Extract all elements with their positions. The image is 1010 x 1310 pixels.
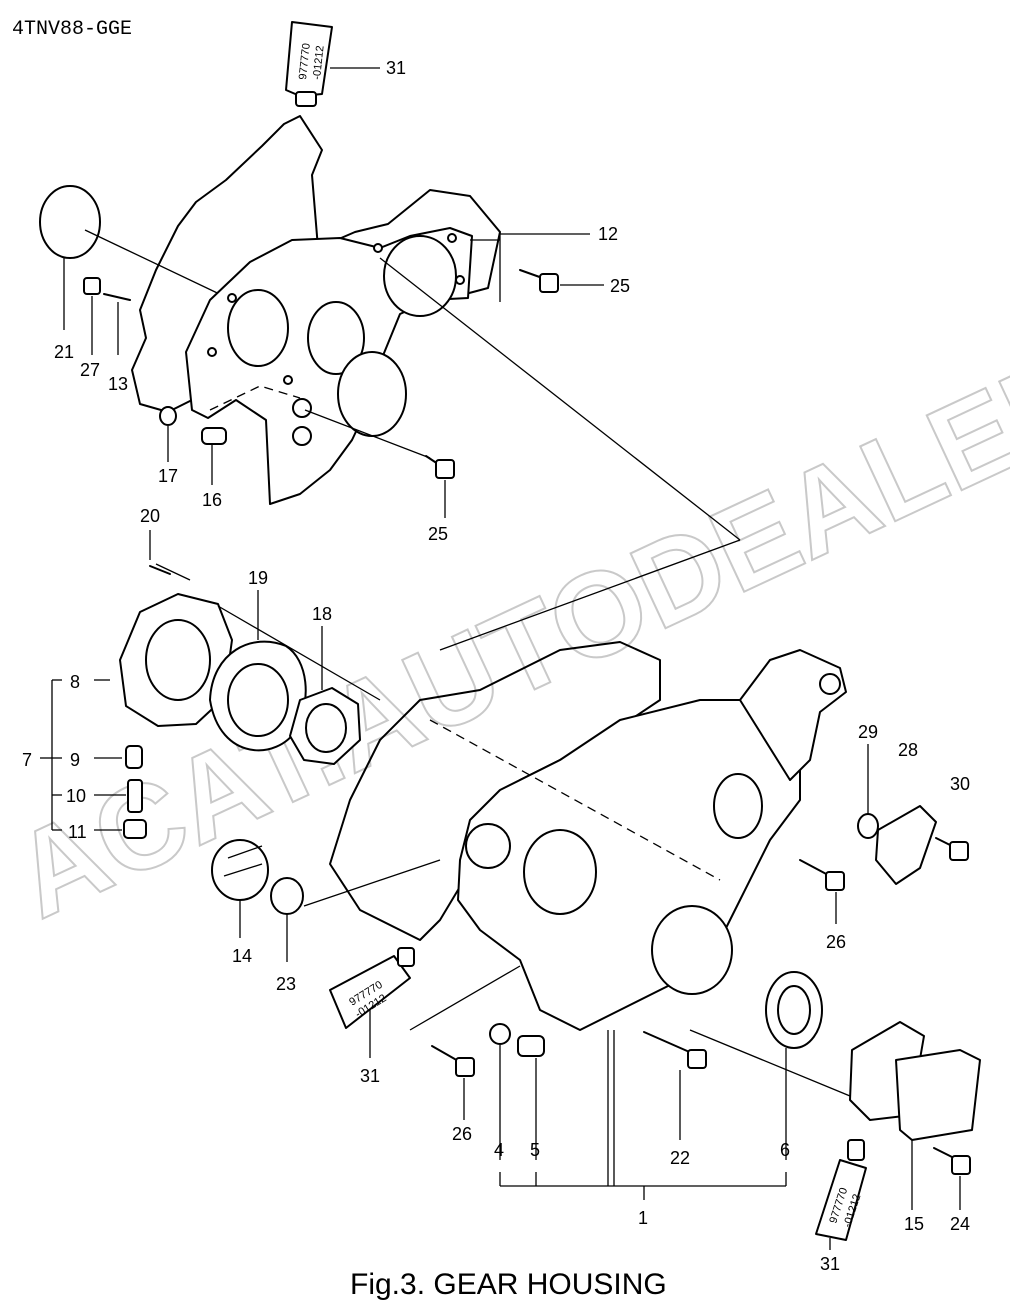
plug-5 bbox=[517, 1035, 545, 1057]
relief-valve-9 bbox=[125, 745, 143, 769]
callout-14: 14 bbox=[232, 946, 252, 966]
callout-31-left: 31 bbox=[360, 1066, 380, 1086]
sealant-tube-right: 977770 -01212 bbox=[815, 1139, 867, 1241]
callouts: 31 12 25 21 27 13 17 16 25 20 19 18 8 7 … bbox=[22, 58, 970, 1274]
callout-16: 16 bbox=[202, 490, 222, 510]
callout-26-right: 26 bbox=[826, 932, 846, 952]
bolt-24 bbox=[933, 1147, 971, 1175]
callout-24: 24 bbox=[950, 1214, 970, 1234]
bolt-26-right bbox=[799, 859, 845, 891]
callout-25-lower: 25 bbox=[428, 524, 448, 544]
callout-5: 5 bbox=[530, 1140, 540, 1160]
plate-hole-3 bbox=[337, 351, 407, 437]
gear-housing-1 bbox=[457, 699, 801, 1031]
callout-15: 15 bbox=[904, 1214, 924, 1234]
bolt-26-left bbox=[431, 1045, 475, 1077]
callout-29: 29 bbox=[858, 722, 878, 742]
figure-caption: Fig.3. GEAR HOUSING bbox=[350, 1268, 667, 1301]
stud-13 bbox=[103, 293, 131, 301]
callout-4: 4 bbox=[494, 1140, 504, 1160]
callout-18: 18 bbox=[312, 604, 332, 624]
callout-7: 7 bbox=[22, 750, 32, 770]
plug-4 bbox=[489, 1023, 511, 1045]
dowel-pin-16 bbox=[201, 427, 227, 445]
cap-14 bbox=[211, 839, 269, 901]
callout-8: 8 bbox=[70, 672, 80, 692]
tube-text-line1: 977770 bbox=[297, 43, 313, 81]
callout-11: 11 bbox=[68, 822, 87, 842]
callout-20: 20 bbox=[140, 506, 160, 526]
sealant-tube-top: 977770 -01212 bbox=[285, 21, 333, 107]
o-ring-29 bbox=[857, 813, 879, 839]
callout-30: 30 bbox=[950, 774, 970, 794]
model-code: 4TNV88-GGE bbox=[12, 18, 132, 41]
sealant-tube-left: 977770 -01212 bbox=[329, 947, 415, 1029]
callout-22: 22 bbox=[670, 1148, 690, 1168]
o-ring-23 bbox=[270, 877, 304, 915]
callout-10: 10 bbox=[66, 786, 86, 806]
callout-13: 13 bbox=[108, 374, 128, 394]
o-ring-21 bbox=[39, 185, 101, 259]
screw-20 bbox=[149, 565, 171, 575]
callout-17: 17 bbox=[158, 466, 178, 486]
callout-26-left: 26 bbox=[452, 1124, 472, 1144]
bolt-22 bbox=[643, 1031, 707, 1069]
tube-text-line2: -01212 bbox=[311, 45, 327, 80]
plate-hole-1 bbox=[227, 289, 289, 367]
callout-31-top: 31 bbox=[386, 58, 406, 78]
cover-15 bbox=[895, 1049, 981, 1141]
o-ring-17 bbox=[159, 406, 177, 426]
callout-21: 21 bbox=[54, 342, 74, 362]
callout-23: 23 bbox=[276, 974, 296, 994]
cover-plate-28 bbox=[875, 805, 937, 885]
callout-25-upper: 25 bbox=[610, 276, 630, 296]
callout-27: 27 bbox=[80, 360, 100, 380]
callout-6: 6 bbox=[780, 1140, 790, 1160]
bolt-30 bbox=[935, 837, 969, 861]
callout-12: 12 bbox=[598, 224, 618, 244]
callout-31-right: 31 bbox=[820, 1254, 840, 1274]
bolt-25-upper bbox=[519, 269, 559, 293]
bolt-25-lower bbox=[425, 455, 455, 479]
plug-11 bbox=[123, 819, 147, 839]
callout-19: 19 bbox=[248, 568, 268, 588]
plate-hole-2 bbox=[307, 301, 365, 375]
spring-10 bbox=[127, 779, 143, 813]
callout-9: 9 bbox=[70, 750, 80, 770]
nut-27 bbox=[83, 277, 101, 295]
plate-hole-4 bbox=[383, 235, 457, 317]
callout-1: 1 bbox=[638, 1208, 648, 1228]
callout-28: 28 bbox=[898, 740, 918, 760]
